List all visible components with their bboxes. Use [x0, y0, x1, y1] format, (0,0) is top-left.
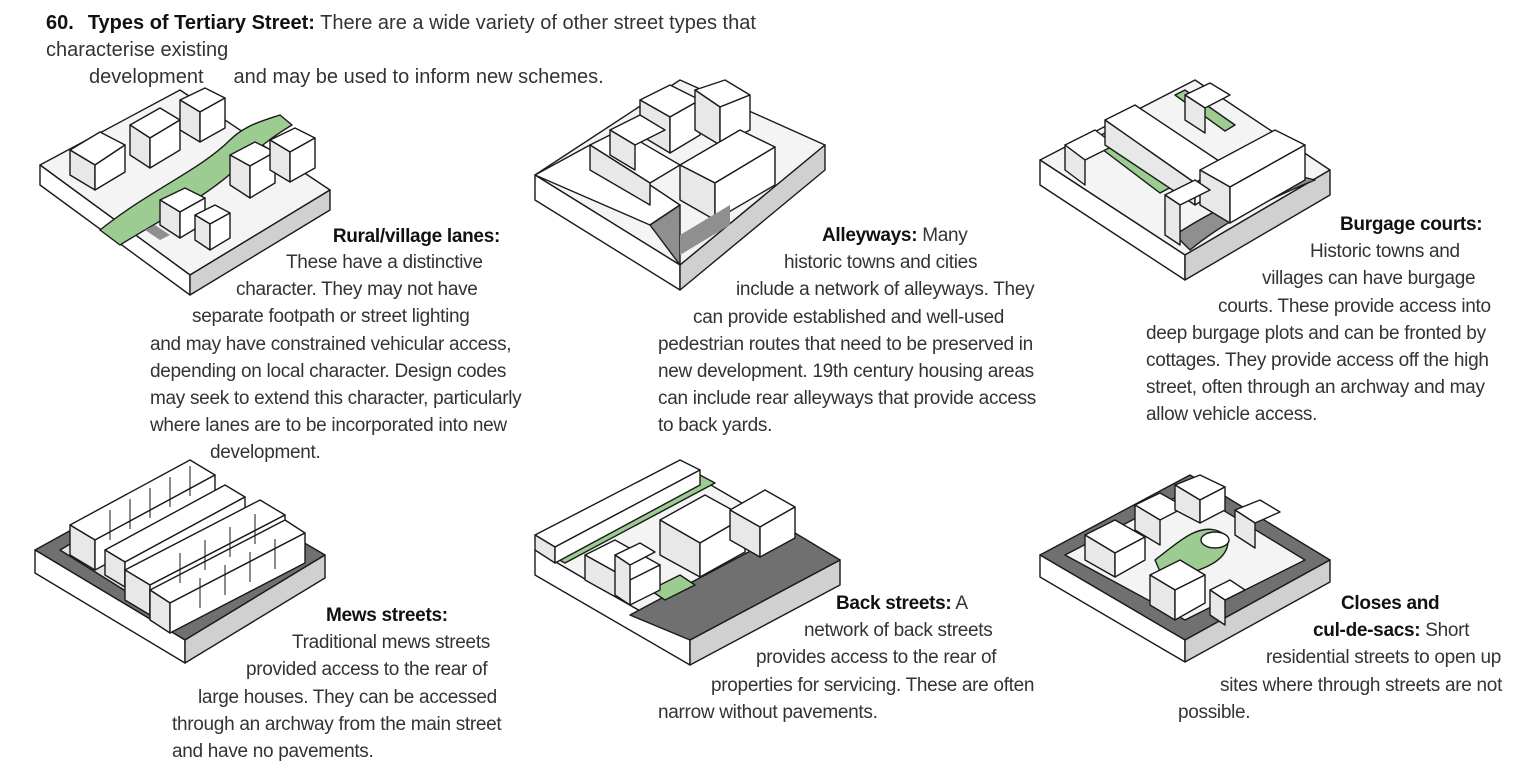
burgage-courts-illustration [1035, 75, 1335, 285]
rural-lanes-title: Rural/village lanes: [332, 226, 500, 247]
mews-streets-title: Mews streets: [326, 605, 448, 626]
heading-line2: development and may be used to inform new… [46, 64, 866, 91]
heading-text-line1: There are a wide variety of other street… [46, 12, 756, 61]
section-heading: 60. Types of Tertiary Street: There are a… [46, 10, 866, 91]
mews-streets-body: Mews streets: Traditional mews streets p… [172, 605, 502, 763]
heading-text-line2b: and may be used to inform new schemes. [233, 66, 604, 88]
alleyways-illustration [530, 75, 835, 291]
closes-cul-de-sacs-illustration [1035, 465, 1335, 675]
alleyways-body: Alleyways: Many historic towns and citie… [658, 225, 1037, 437]
burgage-courts-title: Burgage courts: [1340, 214, 1483, 235]
back-streets-illustration [530, 455, 850, 670]
section-number: 60. [46, 12, 74, 34]
rural-lanes-body: These have a distinctive character. They… [150, 252, 522, 464]
alleyways-title: Alleyways: [822, 225, 918, 246]
mews-streets-illustration [30, 455, 335, 670]
burgage-courts-body: Burgage courts: Historic towns and villa… [1146, 214, 1491, 426]
back-streets-title: Back streets: [836, 593, 952, 614]
closes-title-line2: cul-de-sacs: [1313, 620, 1421, 642]
back-streets-body: Back streets: A network of back streets … [658, 593, 1035, 723]
closes-body: Closes and cul-de-sacs: Short residentia… [1178, 593, 1503, 723]
section-title: Types of Tertiary Street: [87, 12, 315, 34]
closes-title-line1: Closes and [1341, 593, 1440, 614]
rural-lanes-text: Rural/village lanes: [110, 223, 500, 250]
rural-lanes-illustration [30, 80, 350, 296]
heading-text-line2a: development [89, 66, 204, 88]
